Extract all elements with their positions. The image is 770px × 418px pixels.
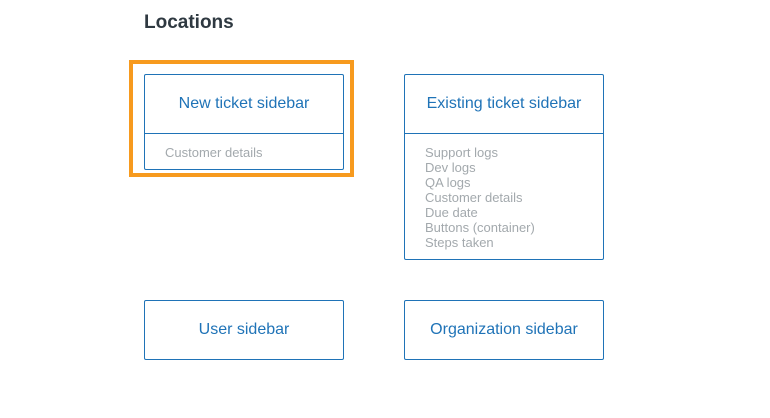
selection-highlight bbox=[129, 60, 354, 177]
list-item: Buttons (container) bbox=[425, 220, 535, 235]
organization-sidebar-card[interactable]: Organization sidebar bbox=[404, 300, 604, 360]
list-item: Dev logs bbox=[425, 160, 476, 175]
page-title: Locations bbox=[144, 12, 234, 33]
list-item: QA logs bbox=[425, 175, 471, 190]
card-title[interactable]: Existing ticket sidebar bbox=[426, 95, 582, 112]
user-sidebar-card[interactable]: User sidebar bbox=[144, 300, 344, 360]
new-ticket-sidebar-card[interactable]: New ticket sidebar Customer details bbox=[144, 74, 344, 170]
card-title[interactable]: New ticket sidebar bbox=[178, 95, 310, 112]
list-item: Due date bbox=[425, 205, 478, 220]
list-item: Steps taken bbox=[425, 235, 494, 250]
card-apps-list: Support logs Dev logs QA logs Customer d… bbox=[405, 133, 603, 250]
list-item: Customer details bbox=[165, 145, 263, 160]
list-item: Support logs bbox=[425, 145, 498, 160]
card-title[interactable]: User sidebar bbox=[198, 321, 290, 338]
list-item: Customer details bbox=[425, 190, 523, 205]
card-title[interactable]: Organization sidebar bbox=[430, 321, 578, 338]
existing-ticket-sidebar-card[interactable]: Existing ticket sidebar Support logs Dev… bbox=[404, 74, 604, 260]
card-apps-list: Customer details bbox=[145, 133, 343, 160]
